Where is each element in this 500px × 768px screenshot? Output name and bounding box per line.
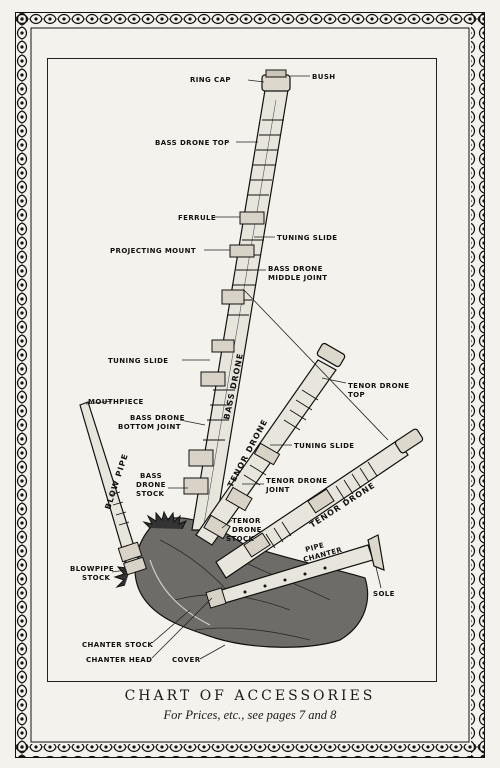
label-bass-drone-middle-joint-1: BASS DRONE	[268, 265, 323, 273]
tenor-drone-upper	[195, 342, 346, 546]
label-tenor-drone-stock-3: STOCK	[226, 535, 255, 543]
label-tuning-slide-2: TUNING SLIDE	[108, 357, 168, 365]
label-tenor-drone-top-1: TENOR DRONE	[348, 382, 409, 390]
label-tuning-slide-3: TUNING SLIDE	[294, 442, 354, 450]
label-tenor-drone-top-2: TOP	[348, 391, 365, 399]
label-ring-cap: RING CAP	[190, 76, 231, 84]
label-bass-drone-bottom-joint-2: BOTTOM JOINT	[118, 423, 181, 431]
label-bass-drone-bottom-joint-1: BASS DRONE	[130, 414, 185, 422]
label-mouthpiece: MOUTHPIECE	[88, 398, 144, 406]
bass-drone	[183, 69, 291, 531]
leader-lines	[85, 75, 389, 660]
label-bass-drone-stock-3: STOCK	[136, 490, 165, 498]
label-bush: BUSH	[312, 73, 336, 81]
label-ferrule: FERRULE	[178, 214, 216, 222]
label-chanter-stock: CHANTER STOCK	[82, 641, 153, 649]
label-bass-drone-stock-1: BASS	[140, 472, 162, 480]
label-cover: COVER	[172, 656, 201, 664]
label-bass-drone-middle-joint-2: MIDDLE JOINT	[268, 274, 327, 282]
diagram-frame	[47, 58, 437, 682]
caption-title: CHART OF ACCESSORIES	[124, 688, 376, 704]
blow-pipe	[79, 401, 147, 576]
label-bass-drone-stock-2: DRONE	[136, 481, 166, 489]
label-tenor-drone-joint-2: JOINT	[265, 486, 290, 494]
label-projecting-mount: PROJECTING MOUNT	[110, 247, 196, 255]
label-chanter-head: CHANTER HEAD	[86, 656, 152, 664]
tenor-drone-lower	[215, 428, 424, 579]
label-tenor-drone-joint-1: TENOR DRONE	[266, 477, 327, 485]
label-tenor-drone-stock-2: DRONE	[232, 526, 262, 534]
caption-subtitle: For Prices, etc., see pages 7 and 8	[163, 708, 337, 722]
label-bass-drone-top: BASS DRONE TOP	[155, 139, 230, 147]
label-blowpipe-stock-1: BLOWPIPE	[70, 565, 114, 573]
label-tuning-slide-1: TUNING SLIDE	[277, 234, 337, 242]
label-tenor-drone-stock-1: TENOR	[232, 517, 261, 525]
ornamental-border	[15, 12, 485, 758]
pipe-chanter	[205, 534, 385, 609]
label-sole: SOLE	[373, 590, 395, 598]
label-blowpipe-stock-2: STOCK	[82, 574, 111, 582]
